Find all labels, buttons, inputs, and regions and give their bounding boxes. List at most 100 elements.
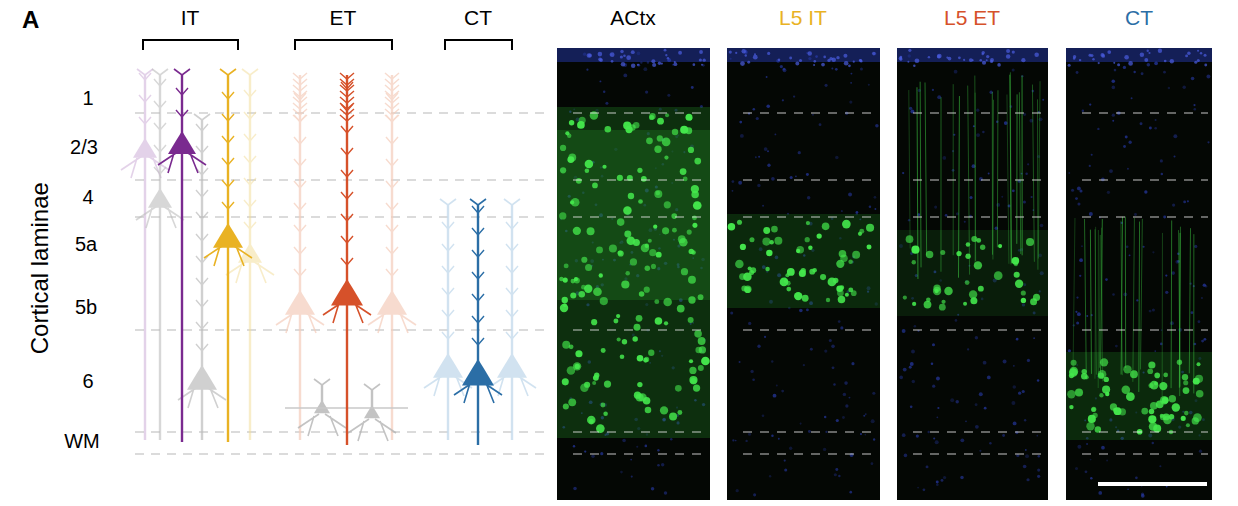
labeled-cell (866, 224, 874, 232)
nucleus-dot (1159, 465, 1161, 467)
nucleus-dot (736, 489, 739, 492)
nucleus-dot (982, 51, 985, 54)
nucleus-dot (931, 363, 934, 366)
path-shape (470, 199, 486, 205)
labeled-cell (965, 254, 970, 259)
nucleus-dot (758, 156, 760, 158)
nucleus-dot (1073, 55, 1076, 58)
nucleus-dot (1001, 196, 1003, 198)
path-shape (341, 258, 353, 265)
nucleus-dot (986, 55, 989, 58)
labeled-cell (1160, 396, 1169, 405)
labeled-cell (836, 260, 844, 268)
nucleus-dot (1126, 245, 1129, 248)
nucleus-dot (1023, 200, 1026, 203)
nucleus-dot (834, 473, 837, 476)
neuron-drawing (121, 69, 169, 440)
path-shape (244, 178, 256, 185)
nucleus-dot (1143, 246, 1145, 248)
labeled-cell (570, 293, 576, 299)
lamina-border (743, 329, 876, 330)
lamina-border (913, 329, 1044, 330)
nucleus-dot (753, 108, 756, 111)
nucleus-dot (823, 56, 826, 59)
nucleus-dot (1183, 85, 1186, 88)
nucleus-dot (611, 60, 614, 63)
lamina-border (573, 431, 706, 432)
nucleus-dot (850, 82, 852, 84)
labeled-cell (628, 193, 634, 199)
nucleus-dot (863, 415, 865, 417)
nucleus-dot (1098, 491, 1102, 495)
nucleus-dot (1194, 245, 1197, 248)
labeled-cell (806, 221, 810, 225)
nucleus-dot (997, 63, 1001, 67)
nucleus-dot (1148, 52, 1150, 54)
labeled-cell (563, 404, 569, 410)
dendrite-trace (1138, 222, 1140, 392)
nucleus-dot (701, 64, 703, 66)
labeled-cell (671, 213, 677, 219)
labeled-cell (677, 305, 685, 313)
nucleus-dot (651, 487, 654, 490)
nucleus-dot (1164, 60, 1167, 63)
nucleus-dot (860, 433, 862, 435)
labeled-cell (562, 378, 569, 385)
labeled-cell (694, 330, 702, 338)
labeled-cell (687, 230, 692, 235)
labeled-cell (613, 319, 618, 324)
nucleus-dot (1193, 104, 1195, 106)
labeled-cell (763, 227, 770, 234)
nucleus-dot (1163, 71, 1166, 74)
labeled-cell (660, 406, 668, 414)
labeled-cell (924, 301, 932, 309)
nucleus-dot (637, 64, 640, 67)
line-shape (227, 238, 229, 442)
nucleus-dot (757, 184, 760, 187)
labeled-cell (1177, 360, 1182, 365)
path-shape (294, 269, 306, 276)
nucleus-dot (1113, 62, 1115, 64)
nucleus-dot (647, 61, 649, 63)
path-shape (385, 85, 399, 91)
labeled-cell (1110, 403, 1117, 410)
line-shape (447, 368, 449, 440)
nucleus-dot (1154, 127, 1157, 130)
nucleus-dot (767, 150, 769, 152)
labeled-cell (698, 294, 704, 300)
nucleus-dot (996, 203, 1000, 207)
labeled-cell (1119, 408, 1126, 415)
dendrite-trace (1133, 218, 1135, 382)
labeled-cell (1197, 362, 1201, 366)
nucleus-dot (769, 475, 771, 477)
path-shape (226, 261, 274, 283)
nucleus-dot (652, 63, 656, 67)
labeled-cell (596, 246, 603, 253)
labeled-cell (634, 324, 641, 331)
nucleus-dot (789, 57, 792, 60)
nucleus-dot (1140, 52, 1144, 56)
neuron-drawing (204, 69, 252, 442)
nucleus-dot (1088, 54, 1091, 57)
nucleus-dot (873, 438, 875, 440)
nucleus-dot (838, 320, 841, 323)
labeled-cell (563, 277, 568, 282)
nucleus-dot (603, 91, 605, 93)
nucleus-dot (908, 49, 911, 52)
nucleus-dot (600, 452, 603, 455)
nucleus-dot (732, 180, 735, 183)
path-shape (196, 212, 208, 219)
nucleus-dot (762, 414, 765, 417)
soma (148, 188, 172, 208)
nucleus-dot (748, 322, 751, 325)
labeled-cell (587, 227, 595, 235)
lamina-border (743, 179, 876, 180)
path-shape (242, 69, 258, 75)
path-shape (293, 73, 307, 79)
path-shape (341, 126, 353, 133)
labeled-cell (585, 160, 593, 168)
path-shape (294, 247, 306, 254)
path-shape (139, 95, 151, 102)
line-shape (511, 368, 513, 440)
dendrite-trace (1121, 221, 1123, 375)
